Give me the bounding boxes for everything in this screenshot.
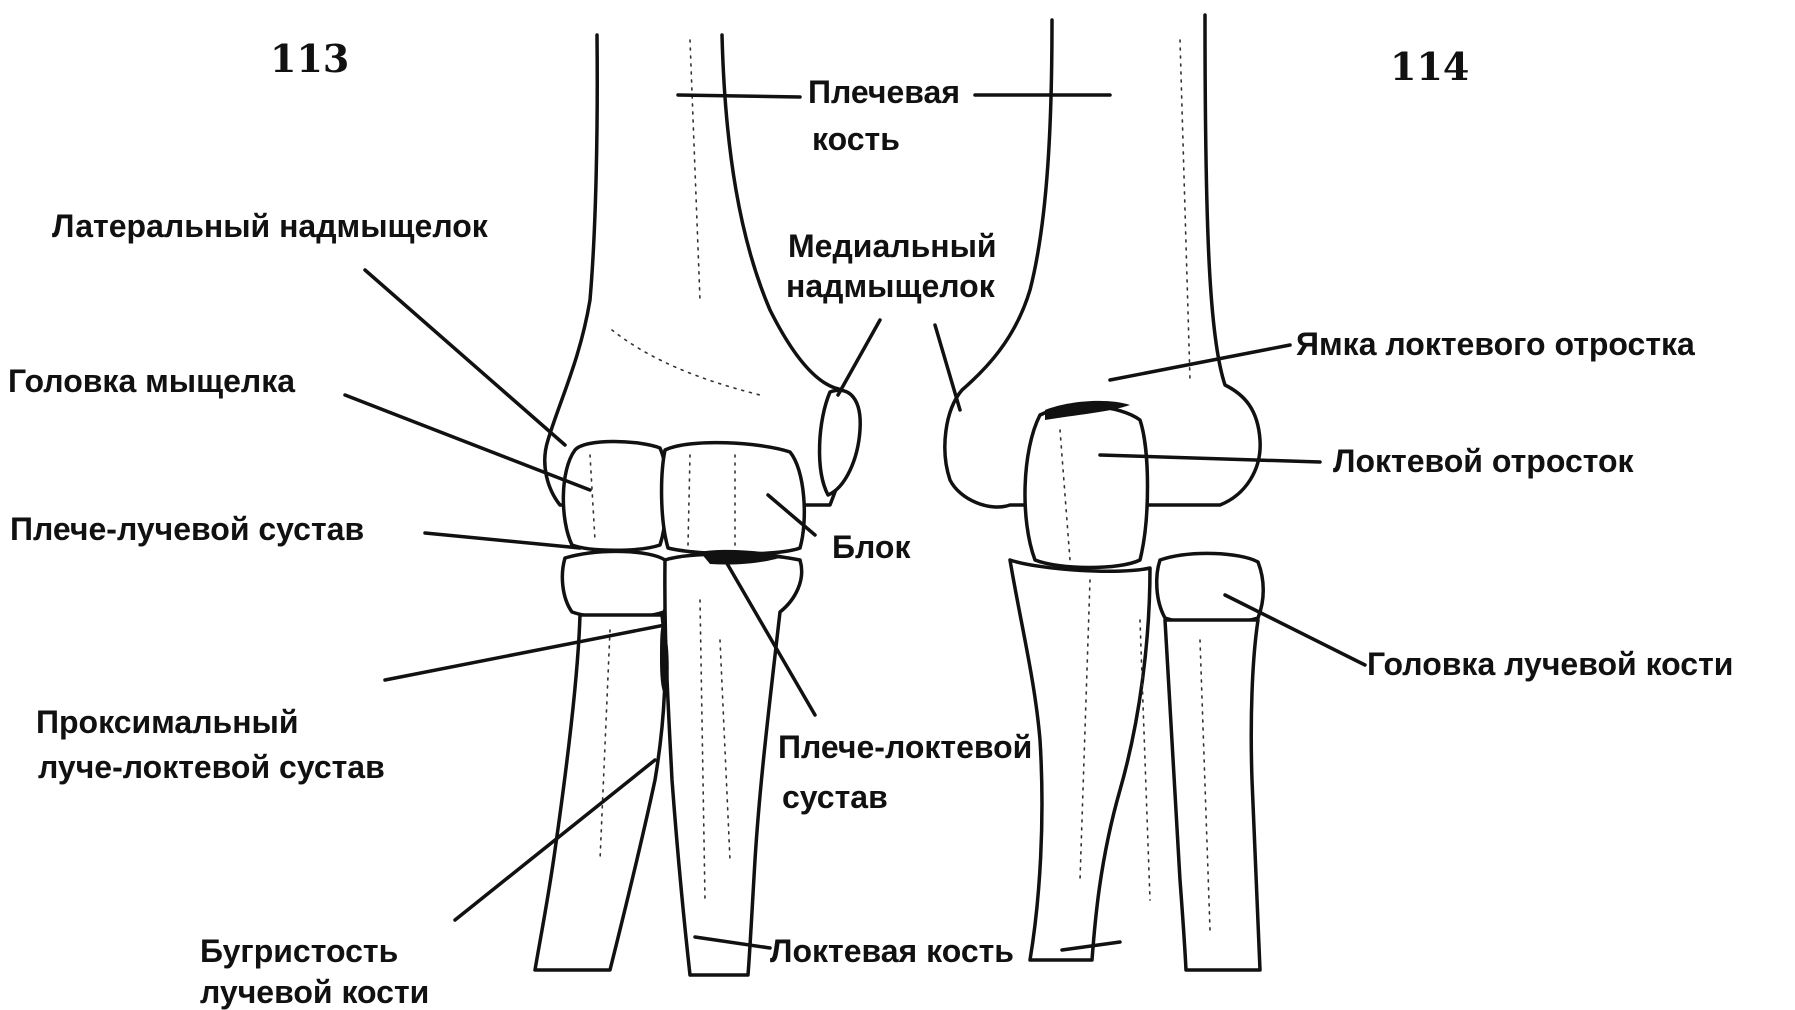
- label-trochlea: Блок: [832, 529, 911, 565]
- label-proximal-radioulnar-line2: луче-локтевой сустав: [38, 749, 385, 785]
- labels: Плечевая кость Латеральный надмыщелок Ме…: [8, 74, 1733, 1010]
- label-medial-epicondyle-line1: Медиальный: [788, 228, 997, 264]
- label-ulna: Локтевая кость: [770, 933, 1014, 969]
- label-olecranon-fossa: Ямка локтевого отростка: [1296, 326, 1695, 362]
- radius-head-114: [1157, 553, 1264, 624]
- medial-epicondyle-113: [820, 390, 861, 495]
- label-proximal-radioulnar-line1: Проксимальный: [36, 704, 299, 740]
- radius-113: [535, 615, 665, 970]
- label-radial-head: Головка лучевой кости: [1367, 646, 1733, 682]
- figure-114-drawing: [945, 15, 1263, 970]
- label-humeroulnar-line1: Плече-локтевой: [778, 729, 1032, 765]
- label-medial-epicondyle-line2: надмыщелок: [786, 268, 996, 304]
- figure-number-113: 113: [270, 36, 349, 81]
- label-radial-tuberosity-line1: Бугристость: [200, 933, 398, 969]
- label-humerus-line2: кость: [812, 121, 900, 157]
- leader-humeroradial: [425, 533, 580, 548]
- label-olecranon: Локтевой отросток: [1333, 443, 1635, 479]
- label-humeroradial-joint: Плече-лучевой сустав: [10, 511, 364, 547]
- label-lateral-epicondyle: Латеральный надмыщелок: [52, 208, 489, 244]
- radius-114: [1165, 620, 1260, 970]
- label-capitulum: Головка мыщелка: [8, 363, 295, 399]
- label-humeroulnar-line2: сустав: [782, 779, 888, 815]
- figure-113-drawing: [535, 35, 860, 975]
- label-humerus-line1: Плечевая: [808, 74, 960, 110]
- leader-humerus-left: [678, 95, 800, 97]
- trochlea-113: [662, 443, 805, 554]
- figure-number-114: 114: [1390, 44, 1469, 89]
- radius-head-113: [562, 551, 669, 618]
- capitulum-113: [563, 442, 666, 551]
- olecranon-114: [1025, 406, 1148, 568]
- leader-lateral-epicondyle: [365, 270, 565, 445]
- label-radial-tuberosity-line2: лучевой кости: [200, 974, 429, 1010]
- leader-medial-epicondyle-114: [935, 325, 960, 410]
- leader-medial-epicondyle-113: [838, 320, 880, 395]
